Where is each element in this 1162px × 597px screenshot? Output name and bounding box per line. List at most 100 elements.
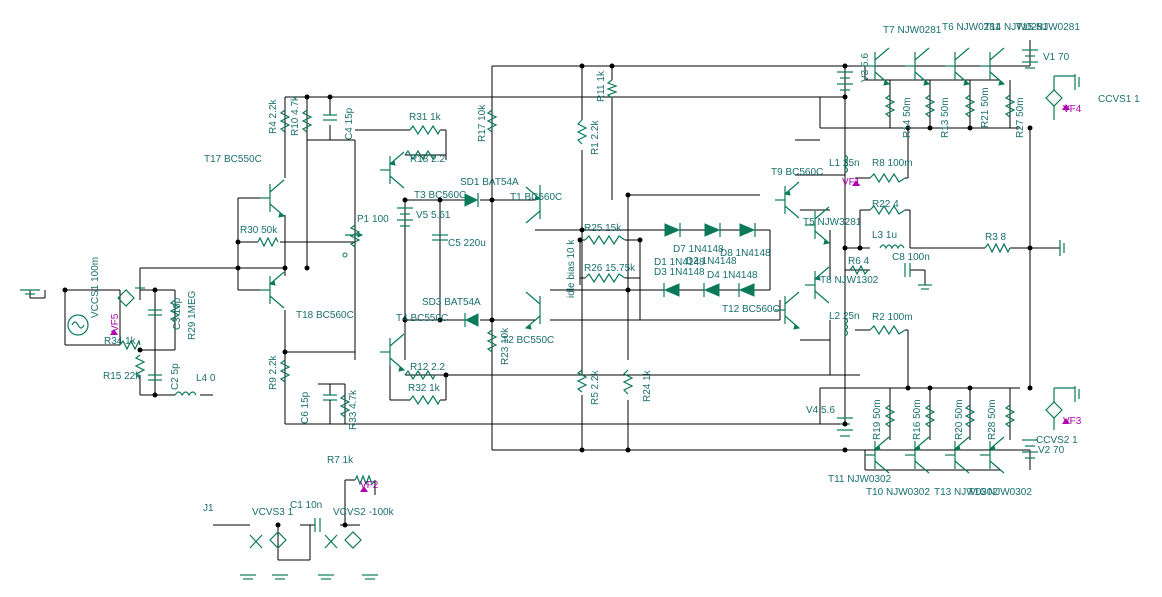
components bbox=[20, 47, 1080, 580]
resistor-r15 bbox=[134, 354, 146, 378]
resistor-r10 bbox=[301, 109, 313, 133]
label-r22: R22 4 bbox=[872, 199, 899, 210]
label-l3: L3 1u bbox=[872, 230, 897, 241]
label-r7: R7 1k bbox=[327, 455, 354, 466]
label-v3: V3 5.6 bbox=[860, 53, 871, 82]
label-t6: T6 NJW0281 bbox=[942, 22, 1001, 33]
label-r29: R29 1MEG bbox=[187, 290, 198, 340]
label-vcvs2: VCVS2 -100k bbox=[333, 507, 395, 518]
label-r10: R10 4.7k bbox=[290, 95, 301, 136]
label-v2: V2 70 bbox=[1038, 445, 1065, 456]
battery-v4 bbox=[837, 417, 853, 437]
label-t3: T3 BC560C bbox=[414, 190, 466, 201]
resistor-r3 bbox=[984, 242, 1011, 254]
label-r13: R13 50m bbox=[940, 97, 951, 138]
label-c5: C5 220u bbox=[448, 238, 486, 249]
label-vf5: VF5 bbox=[110, 313, 121, 332]
label-t8: T8 NJW1302 bbox=[820, 275, 879, 286]
resistor-r5 bbox=[576, 369, 588, 393]
label-t10: T10 NJW0302 bbox=[866, 487, 930, 498]
transistor-t17 bbox=[260, 179, 286, 218]
diode-d3 bbox=[703, 283, 720, 297]
label-t13: T13 NJW0302 bbox=[934, 487, 998, 498]
resistor-r22 bbox=[869, 204, 906, 216]
battery-v1 bbox=[1022, 49, 1038, 69]
diode-sd3 bbox=[464, 313, 479, 327]
diode-d7 bbox=[664, 223, 681, 237]
capacitor-c8 bbox=[904, 263, 911, 277]
label-t17: T17 BC550C bbox=[204, 154, 262, 165]
label-r15: R15 22k bbox=[103, 371, 141, 382]
resistor-r20 bbox=[964, 404, 976, 428]
label-t5: T5 NJW3281 bbox=[803, 217, 862, 228]
label-c1: C1 10n bbox=[290, 500, 322, 511]
label-sd1: SD1 BAT54A bbox=[460, 177, 519, 188]
ground-icon-9 bbox=[362, 574, 378, 580]
label-r12: R12 2.2 bbox=[410, 362, 445, 373]
label-ccvs1: CCVS1 1 bbox=[1098, 94, 1140, 105]
ground-icon-7 bbox=[272, 574, 288, 580]
resistor-r32 bbox=[409, 394, 441, 406]
diode-d1 bbox=[663, 283, 680, 297]
transistor-t9 bbox=[775, 181, 800, 219]
capacitor-c5 bbox=[432, 234, 448, 241]
label-vf2: VF2 bbox=[360, 480, 379, 491]
capacitor-c3 bbox=[148, 309, 162, 316]
resistor-r33 bbox=[339, 394, 351, 418]
resistor-r1 bbox=[576, 119, 588, 145]
inductor-l2 bbox=[843, 317, 849, 337]
label-t18: T18 BC560C bbox=[296, 310, 354, 321]
resistor-r16 bbox=[924, 404, 936, 428]
label-r4: R4 2.2k bbox=[268, 99, 279, 134]
resistor-r28 bbox=[1004, 404, 1016, 428]
label-vccs1: VCCS1 100m bbox=[90, 257, 101, 318]
label-vf3: VF3 bbox=[1063, 416, 1082, 427]
ground-icon-8 bbox=[318, 574, 334, 580]
inductor-l4 bbox=[174, 391, 197, 397]
transistor-t11 bbox=[865, 436, 890, 474]
label-t15: T15 NJW0281 bbox=[1016, 22, 1080, 33]
resistor-r14 bbox=[884, 94, 896, 118]
battery-v3 bbox=[837, 71, 853, 91]
label-r14: R14 50m bbox=[902, 97, 913, 138]
label-t2: T2 BC550C bbox=[502, 335, 554, 346]
label-sd3: SD3 BAT54A bbox=[422, 297, 481, 308]
label-r5: R5 2.2k bbox=[590, 370, 601, 405]
label-vf4: VF4 bbox=[1063, 104, 1082, 115]
resistor-r6 bbox=[849, 264, 869, 276]
label-t1: T1 BC560C bbox=[510, 192, 562, 203]
label-r8: R8 100m bbox=[872, 158, 913, 169]
label-r32: R32 1k bbox=[408, 383, 441, 394]
label-idle-bias: idle bias 10 k bbox=[566, 239, 577, 298]
label-d4: D4 1N4148 bbox=[707, 270, 758, 281]
transistor-t8 bbox=[805, 266, 830, 304]
label-r34: R34 1k bbox=[104, 336, 137, 347]
capacitor-c2 bbox=[148, 374, 162, 381]
transistor-t15 bbox=[980, 47, 1006, 86]
battery-v2 bbox=[1022, 439, 1038, 459]
inductor-l1 bbox=[843, 154, 849, 174]
label-r27: R27 50m bbox=[1015, 97, 1026, 138]
source-vccs-diamond bbox=[117, 289, 135, 307]
label-c2: C2 5p bbox=[170, 363, 181, 390]
resistor-r19 bbox=[884, 404, 896, 428]
label-c3: C3 10p bbox=[172, 297, 183, 330]
junction-dots bbox=[62, 63, 1033, 528]
label-t12: T12 BC560C bbox=[722, 304, 780, 315]
potentiometer-p1 bbox=[342, 224, 364, 258]
resistor-r26 bbox=[584, 272, 626, 284]
label-l4: L4 0 bbox=[196, 373, 216, 384]
label-r19: R19 50m bbox=[872, 399, 883, 440]
resistor-r7 bbox=[354, 474, 376, 486]
label-r21: R21 50m bbox=[980, 87, 991, 128]
resistor-r21 bbox=[964, 94, 976, 118]
ground-icon-2 bbox=[918, 284, 932, 290]
resistor-r13 bbox=[924, 94, 936, 118]
resistor-r17 bbox=[486, 109, 498, 133]
resistor-r25 bbox=[584, 234, 626, 246]
label-r26: R26 15.75k bbox=[584, 263, 636, 274]
label-t4: T4 BC550C bbox=[396, 313, 448, 324]
transistor-t12 bbox=[775, 291, 801, 330]
label-r23: R23 10k bbox=[500, 327, 511, 365]
transistor-t6 bbox=[905, 47, 931, 86]
